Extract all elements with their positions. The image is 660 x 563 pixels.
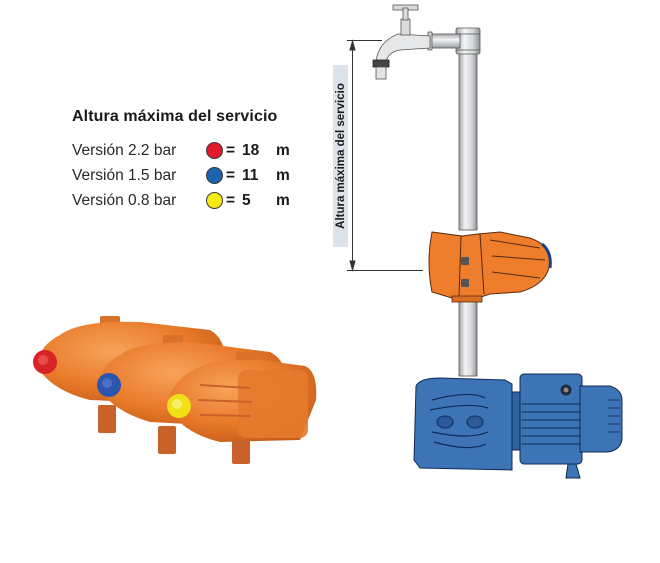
legend-title: Altura máxima del servicio: [72, 108, 278, 125]
water-pump: [413, 373, 623, 479]
vertical-pipe: [455, 27, 481, 377]
version-label: Versión 1.5 bar: [72, 166, 177, 184]
dimension-label-text: Altura máxima del servicio: [334, 83, 347, 229]
height-dimension: [347, 39, 423, 272]
max-height-legend: Altura máxima del servicio Versión 2.2 b…: [72, 108, 290, 213]
pressure-controller-installed: [428, 231, 552, 303]
height-value: 18: [242, 141, 260, 159]
equals-sign: =: [226, 141, 236, 159]
legend-row-2-2-bar: Versión 2.2 bar = 18 m: [72, 138, 290, 163]
yellow-dot-icon: [206, 192, 223, 209]
version-label: Versión 2.2 bar: [72, 141, 177, 159]
arrow-up-icon: [349, 39, 356, 51]
height-value: 11: [242, 166, 259, 184]
dimension-label: Altura máxima del servicio: [333, 65, 348, 247]
arrow-down-icon: [349, 260, 356, 272]
faucet-icon: [372, 4, 461, 80]
height-unit: m: [276, 166, 290, 184]
height-unit: m: [276, 191, 290, 209]
version-label: Versión 0.8 bar: [72, 191, 177, 209]
height-value: 5: [242, 191, 251, 209]
equals-sign: =: [226, 191, 236, 209]
controller-yellow: [167, 352, 317, 464]
equals-sign: =: [226, 166, 236, 184]
red-dot-icon: [206, 142, 223, 159]
legend-row-0-8-bar: Versión 0.8 bar = 5 m: [72, 188, 290, 213]
legend-row-1-5-bar: Versión 1.5 bar = 11 m: [72, 163, 290, 188]
height-unit: m: [276, 141, 290, 159]
blue-dot-icon: [206, 167, 223, 184]
